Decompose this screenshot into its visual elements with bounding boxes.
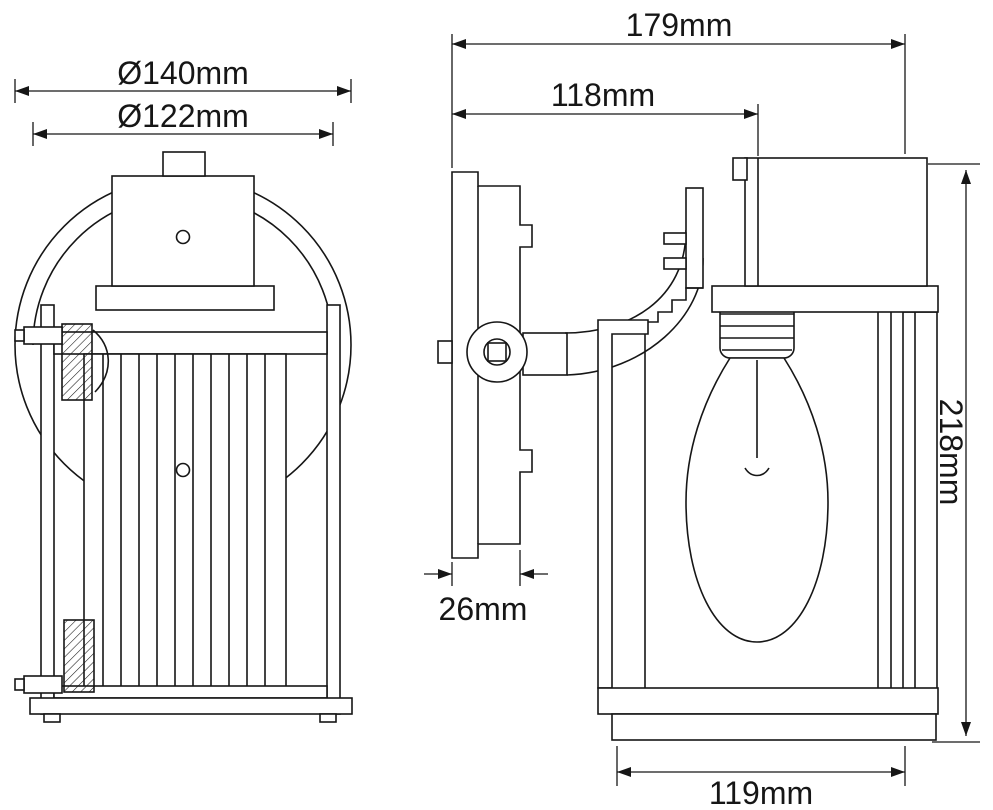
label-inner-diameter: Ø122mm [117, 98, 249, 134]
dimension-lines [14, 34, 980, 786]
base-foot-left [43, 713, 61, 723]
base-foot-side [611, 713, 937, 741]
cage-top-rim [53, 331, 328, 355]
bulb-thread-lines [720, 313, 794, 351]
label-arm-depth: 118mm [551, 77, 655, 113]
bracket-screw-upper [663, 232, 687, 245]
dim-arm-depth [452, 104, 759, 156]
dim-plate-thickness [424, 550, 548, 586]
arm-silhouette-curve [92, 329, 110, 393]
base-plate [29, 697, 353, 715]
box-notch [732, 157, 748, 181]
bracket-screw-lower [663, 257, 687, 270]
mount-bolt-bottom [14, 678, 25, 691]
mount-tab-bottom [23, 675, 63, 694]
label-outer-diameter: Ø140mm [117, 55, 249, 91]
mount-tab-top [23, 326, 63, 345]
cage-left-post-side [597, 319, 649, 689]
cage-front-post [902, 311, 938, 691]
label-base-depth: 119mm [709, 775, 813, 810]
cage-post-left [40, 304, 55, 715]
housing-screw [175, 229, 191, 245]
dim-height [928, 163, 980, 743]
dim-base-depth [616, 746, 906, 786]
top-housing-box-side [744, 157, 928, 287]
arm-flange-block [522, 332, 568, 376]
cage-post-right [326, 304, 341, 715]
body-screw [175, 462, 191, 478]
label-total-depth: 179mm [626, 7, 733, 43]
bulb-filament [744, 360, 770, 477]
wall-bolt [437, 340, 453, 364]
dimension-labels: Ø140mm Ø122mm 179mm 118mm 26mm 218mm 119… [117, 7, 969, 810]
mount-bracket-section-top [61, 323, 93, 401]
lamp-bracket-plate [685, 187, 704, 289]
cage-bottom-band [597, 687, 939, 715]
roof-cap-side [711, 285, 939, 313]
lantern-body-front [83, 353, 287, 689]
bulb [685, 299, 829, 643]
side-view [437, 157, 939, 741]
dim-inner-diameter [32, 122, 334, 146]
dim-total-depth [451, 34, 906, 168]
top-knob [162, 151, 206, 177]
label-height: 218mm [933, 399, 969, 506]
base-foot-right [319, 713, 337, 723]
dim-outer-diameter [14, 79, 352, 103]
mount-arm-outer [564, 229, 687, 334]
front-view [14, 151, 353, 723]
bracket-step [645, 287, 703, 323]
bulb-glass [685, 357, 829, 643]
mount-bracket-section-bottom [63, 619, 95, 693]
boss-bolt [487, 342, 507, 362]
cage-bottom-rim [53, 685, 328, 699]
roof-cap [95, 285, 275, 311]
label-plate-thickness: 26mm [439, 591, 528, 627]
mount-bolt-top [14, 329, 25, 342]
